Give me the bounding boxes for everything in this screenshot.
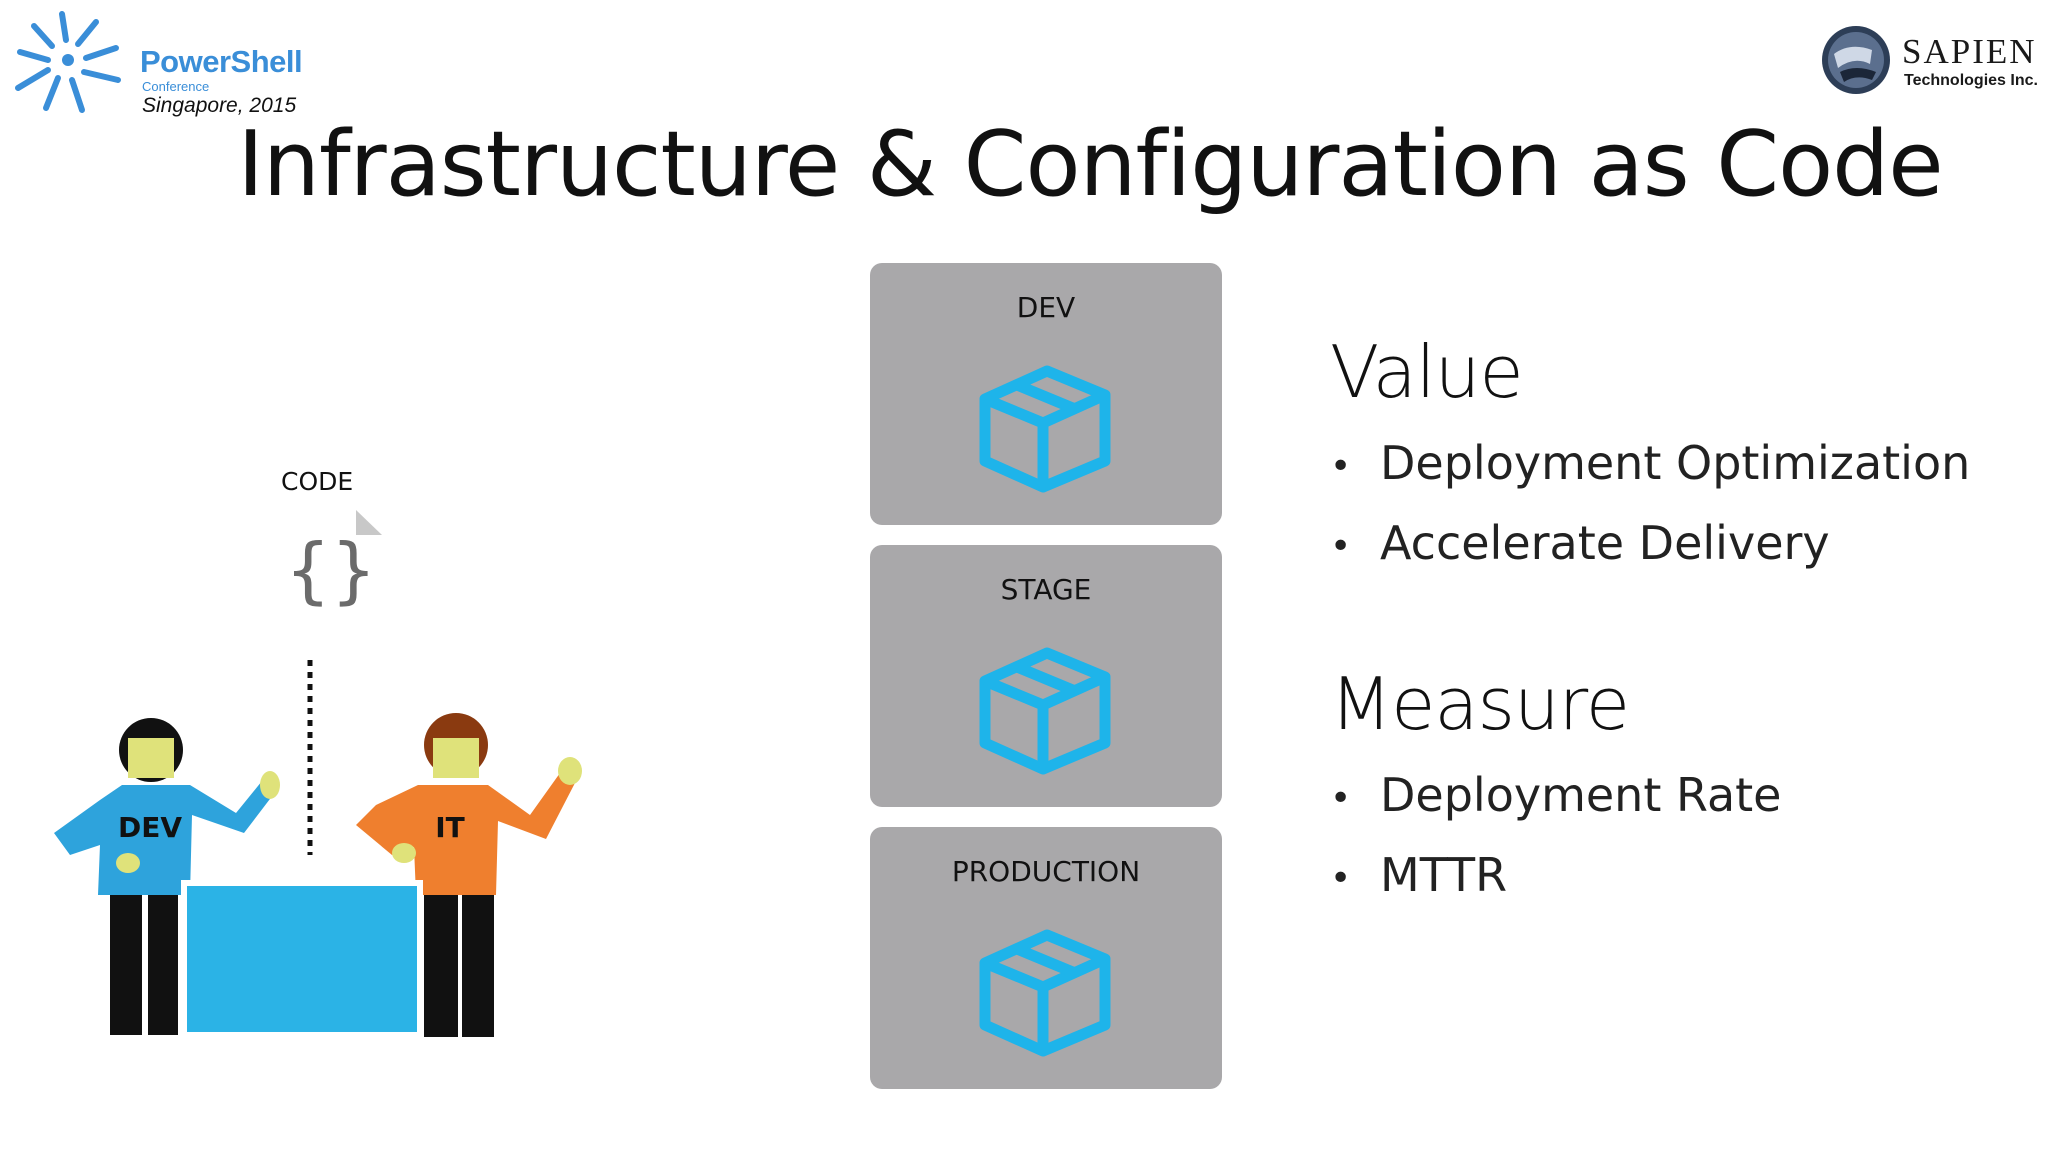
env-panel-production: PRODUCTION xyxy=(870,827,1222,1089)
powershell-subtitle: Conference xyxy=(142,79,210,94)
sapien-name: SAPIEN xyxy=(1902,32,2037,71)
powershell-name: PowerShell xyxy=(140,44,303,79)
measure-bullet: • Deployment Rate xyxy=(1330,768,1781,822)
blue-screen-board xyxy=(181,880,423,1038)
sapien-subtitle: Technologies Inc. xyxy=(1904,72,2038,89)
globe-icon xyxy=(1822,26,1890,94)
dev-it-collaboration-illustration: DEV IT xyxy=(54,510,582,1038)
sapien-logo: SAPIEN Technologies Inc. xyxy=(1820,22,2048,102)
dev-shirt-label: DEV xyxy=(118,811,182,844)
bullet-point: • xyxy=(1330,858,1352,899)
measure-heading: Measure xyxy=(1330,662,1630,746)
value-item-text: Deployment Optimization xyxy=(1380,436,1971,490)
bullet-point: • xyxy=(1330,526,1352,567)
env-label-dev: DEV xyxy=(1016,291,1076,324)
env-label-stage: STAGE xyxy=(1000,573,1092,606)
code-label: CODE xyxy=(281,467,354,496)
value-item-text: Accelerate Delivery xyxy=(1380,516,1830,570)
bullet-point: • xyxy=(1330,778,1352,819)
it-person-figure: IT xyxy=(356,713,582,1037)
dev-person-figure: DEV xyxy=(54,718,280,1035)
value-bullet: • Deployment Optimization xyxy=(1330,436,1970,490)
code-braces-icon: {} xyxy=(285,528,377,612)
powershell-conference-logo: PowerShell Conference Singapore, 2015 xyxy=(12,8,312,120)
value-bullet: • Accelerate Delivery xyxy=(1330,516,1830,570)
package-box-icon xyxy=(979,647,1111,775)
env-label-production: PRODUCTION xyxy=(951,855,1141,888)
package-box-icon xyxy=(979,929,1111,1057)
package-box-icon xyxy=(979,365,1111,493)
env-panel-stage: STAGE xyxy=(870,545,1222,807)
starburst-icon xyxy=(15,11,121,113)
measure-item-text: MTTR xyxy=(1380,848,1508,902)
bullet-point: • xyxy=(1330,446,1352,487)
conference-location: Singapore, 2015 xyxy=(142,94,297,117)
measure-bullet: • MTTR xyxy=(1330,848,1507,902)
page-fold-icon xyxy=(356,510,382,535)
it-shirt-label: IT xyxy=(435,811,465,844)
value-heading: Value xyxy=(1330,330,1524,414)
measure-item-text: Deployment Rate xyxy=(1380,768,1782,822)
slide-title: Infrastructure & Configuration as Code xyxy=(237,112,1943,217)
env-panel-dev: DEV xyxy=(870,263,1222,525)
